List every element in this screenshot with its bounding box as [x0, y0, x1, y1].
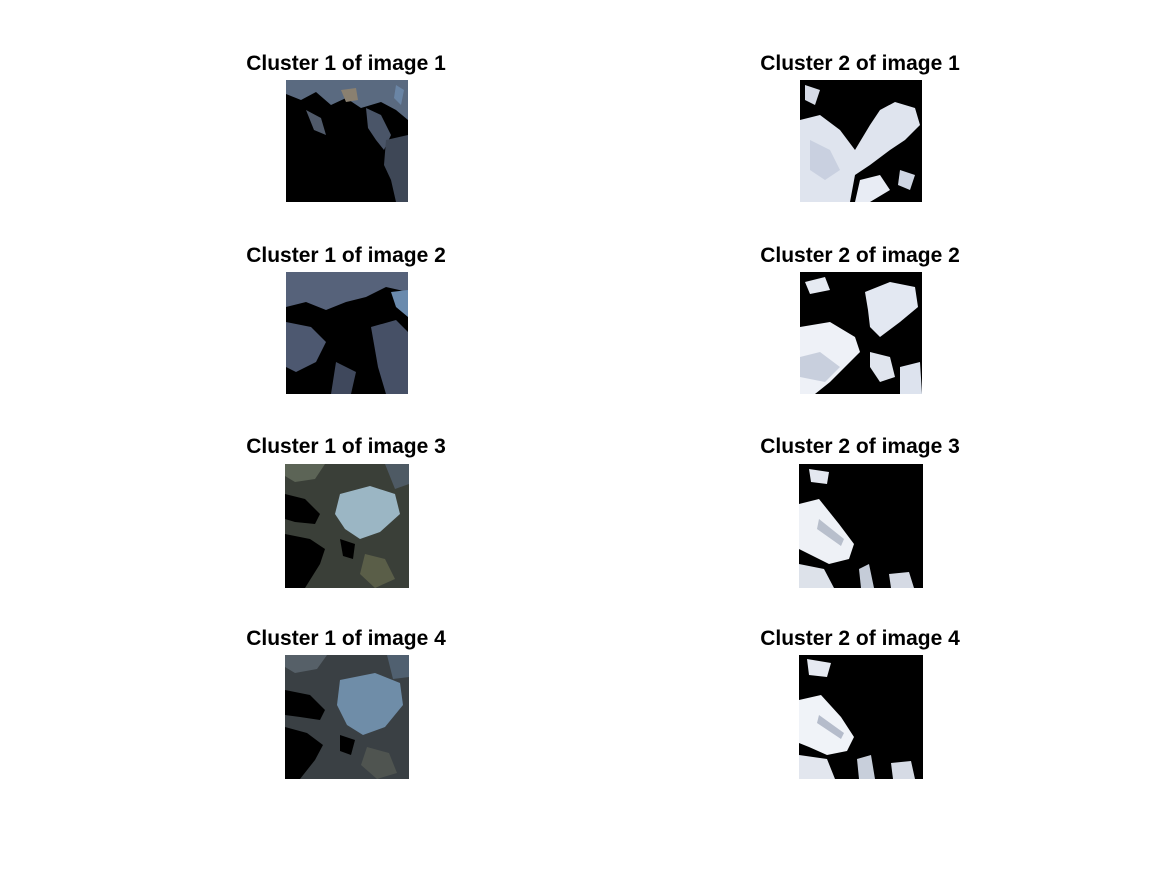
cluster-image [285, 655, 409, 779]
subplot-title: Cluster 2 of image 2 [760, 244, 960, 267]
subplot-cluster2-image3: Cluster 2 of image 3 [710, 435, 1010, 590]
subplot-cluster2-image4: Cluster 2 of image 4 [710, 627, 1010, 782]
subplot-cluster1-image2: Cluster 1 of image 2 [196, 244, 496, 399]
subplot-cluster1-image3: Cluster 1 of image 3 [196, 435, 496, 590]
cluster-image [285, 464, 409, 588]
cluster-image [799, 655, 923, 779]
subplot-title: Cluster 2 of image 3 [760, 435, 960, 458]
cluster-image [800, 80, 922, 202]
subplot-cluster1-image4: Cluster 1 of image 4 [196, 627, 496, 782]
subplot-title: Cluster 1 of image 2 [246, 244, 446, 267]
subplot-title: Cluster 2 of image 1 [760, 52, 960, 75]
subplot-title: Cluster 1 of image 1 [246, 52, 446, 75]
subplot-title: Cluster 2 of image 4 [760, 627, 960, 650]
subplot-cluster2-image2: Cluster 2 of image 2 [710, 244, 1010, 399]
subplot-title: Cluster 1 of image 4 [246, 627, 446, 650]
cluster-image [286, 80, 408, 202]
cluster-image [286, 272, 408, 394]
subplot-cluster1-image1: Cluster 1 of image 1 [196, 52, 496, 207]
cluster-image [799, 464, 923, 588]
cluster-image [800, 272, 922, 394]
subplot-title: Cluster 1 of image 3 [246, 435, 446, 458]
subplot-cluster2-image1: Cluster 2 of image 1 [710, 52, 1010, 207]
